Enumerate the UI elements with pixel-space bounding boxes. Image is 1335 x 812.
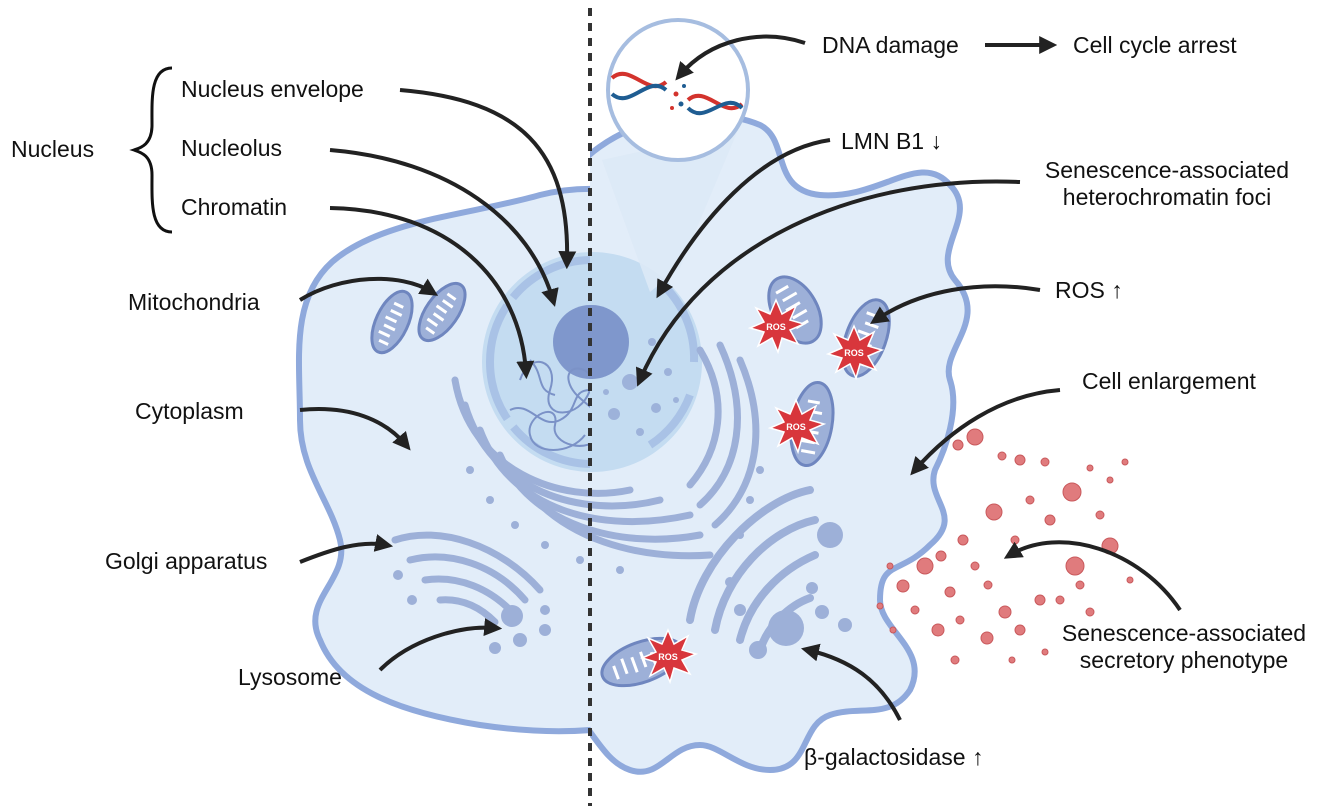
arrow-cytoplasm [299, 407, 411, 451]
dna-magnifier [602, 18, 750, 292]
mitochondria-left [370, 281, 467, 355]
lmnb1-text: LMN B1 [841, 128, 925, 154]
golgi-left [391, 531, 544, 626]
ros-burst-1: ROS [747, 298, 807, 355]
annotation-arrows [298, 34, 1182, 721]
ros-badge-text: ROS [844, 348, 864, 358]
arrow-lysosome [378, 618, 503, 672]
arrow-dna-damage [675, 34, 806, 81]
betagal-text: β-galactosidase [804, 744, 966, 770]
label-chromatin: Chromatin [181, 194, 288, 220]
ros-burst-4: ROS [639, 628, 699, 685]
label-lmnb1: LMN B1 ↓ [841, 128, 942, 155]
label-cell-enlargement: Cell enlargement [1082, 368, 1256, 394]
label-sasp: Senescence-associated secretory phenotyp… [1040, 620, 1328, 674]
dna-helix-blue [610, 83, 744, 116]
arrow-betagal [800, 643, 902, 721]
label-lysosome: Lysosome [238, 664, 342, 690]
label-golgi: Golgi apparatus [105, 548, 268, 574]
label-cytoplasm: Cytoplasm [135, 398, 244, 424]
ros-text: ROS [1055, 277, 1105, 303]
nucleolus [553, 305, 590, 379]
ros-badge-text: ROS [658, 652, 678, 662]
ros-up-arrow: ↑ [1111, 277, 1123, 303]
label-ros: ROS ↑ [1055, 277, 1123, 304]
label-mitochondria: Mitochondria [128, 289, 260, 315]
nucleus-group-label: Nucleus [11, 136, 95, 162]
arrow-sahf [635, 179, 1021, 387]
label-cell-cycle-arrest: Cell cycle arrest [1073, 32, 1237, 58]
golgi-left-vesicles [393, 570, 550, 615]
sasp-line-2: secretory phenotype [1079, 647, 1289, 673]
sasp-secretion [876, 428, 1134, 665]
label-nucleolus: Nucleolus [181, 135, 282, 161]
ros-burst-2: ROS [825, 324, 885, 381]
label-dna-damage: DNA damage [822, 32, 959, 58]
nucleus-right [590, 252, 702, 472]
label-betagal: β-galactosidase ↑ [804, 744, 983, 771]
arrow-nucleus-envelope [399, 88, 577, 270]
endoplasmic-reticulum [451, 341, 760, 560]
arrow-lmnb1 [656, 138, 831, 299]
ros-burst-3: ROS [767, 398, 827, 455]
ribosomes [466, 466, 764, 574]
arrow-nucleolus [329, 148, 559, 307]
sasp-line-1: Senescence-associated [1061, 620, 1307, 646]
arrow-ros [870, 284, 1041, 325]
lysosomes-right [725, 522, 852, 659]
arrow-mitochondria [298, 276, 439, 302]
label-sahf: Senescence-associated heterochromatin fo… [1026, 157, 1308, 211]
lysosomes-left [489, 605, 551, 654]
sahf-line-2: heterochromatin foci [1062, 184, 1272, 210]
ros-badge-text: ROS [786, 422, 806, 432]
betagal-up-arrow: ↑ [971, 744, 984, 770]
label-nucleus-envelope: Nucleus envelope [181, 76, 364, 102]
lmnb1-down-arrow: ↓ [930, 128, 942, 154]
arrow-chromatin [329, 206, 535, 380]
sahf-line-1: Senescence-associated [1044, 157, 1290, 183]
arrow-enlargement [910, 388, 1061, 476]
ros-badge-text: ROS [766, 322, 786, 332]
arrow-sasp [1003, 540, 1182, 612]
arrow-golgi [299, 534, 394, 564]
nucleus-brace [129, 66, 173, 234]
